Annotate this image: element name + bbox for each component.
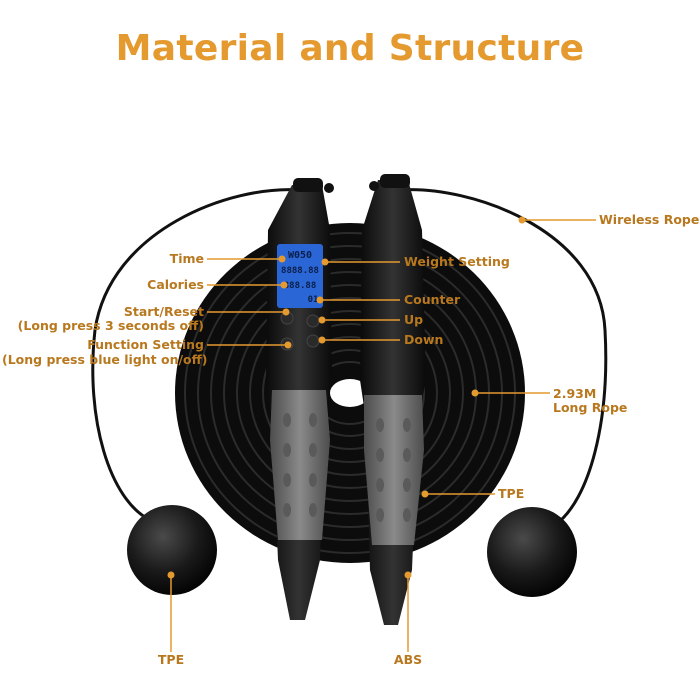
lcd-row-4: 01 [308, 295, 319, 305]
down-button[interactable] [306, 334, 320, 348]
up-button[interactable] [306, 314, 320, 328]
handle-right [360, 174, 426, 625]
label-calories: Calories [147, 277, 204, 292]
lcd-row-3: 888.88 [284, 281, 317, 291]
wireless-rope-left [91, 188, 301, 522]
label-function-setting-note: (Long press blue light on/off) [2, 352, 208, 367]
wireless-rope-right [399, 188, 608, 527]
label-start-reset-note: (Long press 3 seconds off) [17, 318, 204, 333]
weight-ball-right [487, 507, 577, 597]
label-tpe-handle: TPE [498, 486, 525, 501]
label-time: Time [169, 251, 204, 266]
label-wireless-rope: Wireless Rope [599, 212, 700, 227]
lcd-screen [277, 244, 323, 308]
label-abs: ABS [393, 652, 423, 667]
handle-left: W050 8888.88 888.88 01 [266, 178, 334, 620]
weight-ball-left [127, 505, 217, 595]
label-up: Up [404, 312, 424, 327]
label-down: Down [404, 332, 444, 347]
label-weight-setting: Weight Setting [404, 254, 510, 269]
page-title: Material and Structure [115, 28, 585, 69]
label-function-setting: Function Setting [87, 337, 204, 352]
label-start-reset: Start/Reset [123, 304, 204, 319]
lcd-row-1: W050 [288, 250, 312, 261]
label-long-rope: Long Rope [553, 400, 628, 415]
lcd-row-2: 8888.88 [281, 266, 319, 276]
label-tpe-ball: TPE [157, 652, 185, 667]
label-counter: Counter [404, 292, 461, 307]
label-rope-length: 2.93M [553, 386, 597, 401]
